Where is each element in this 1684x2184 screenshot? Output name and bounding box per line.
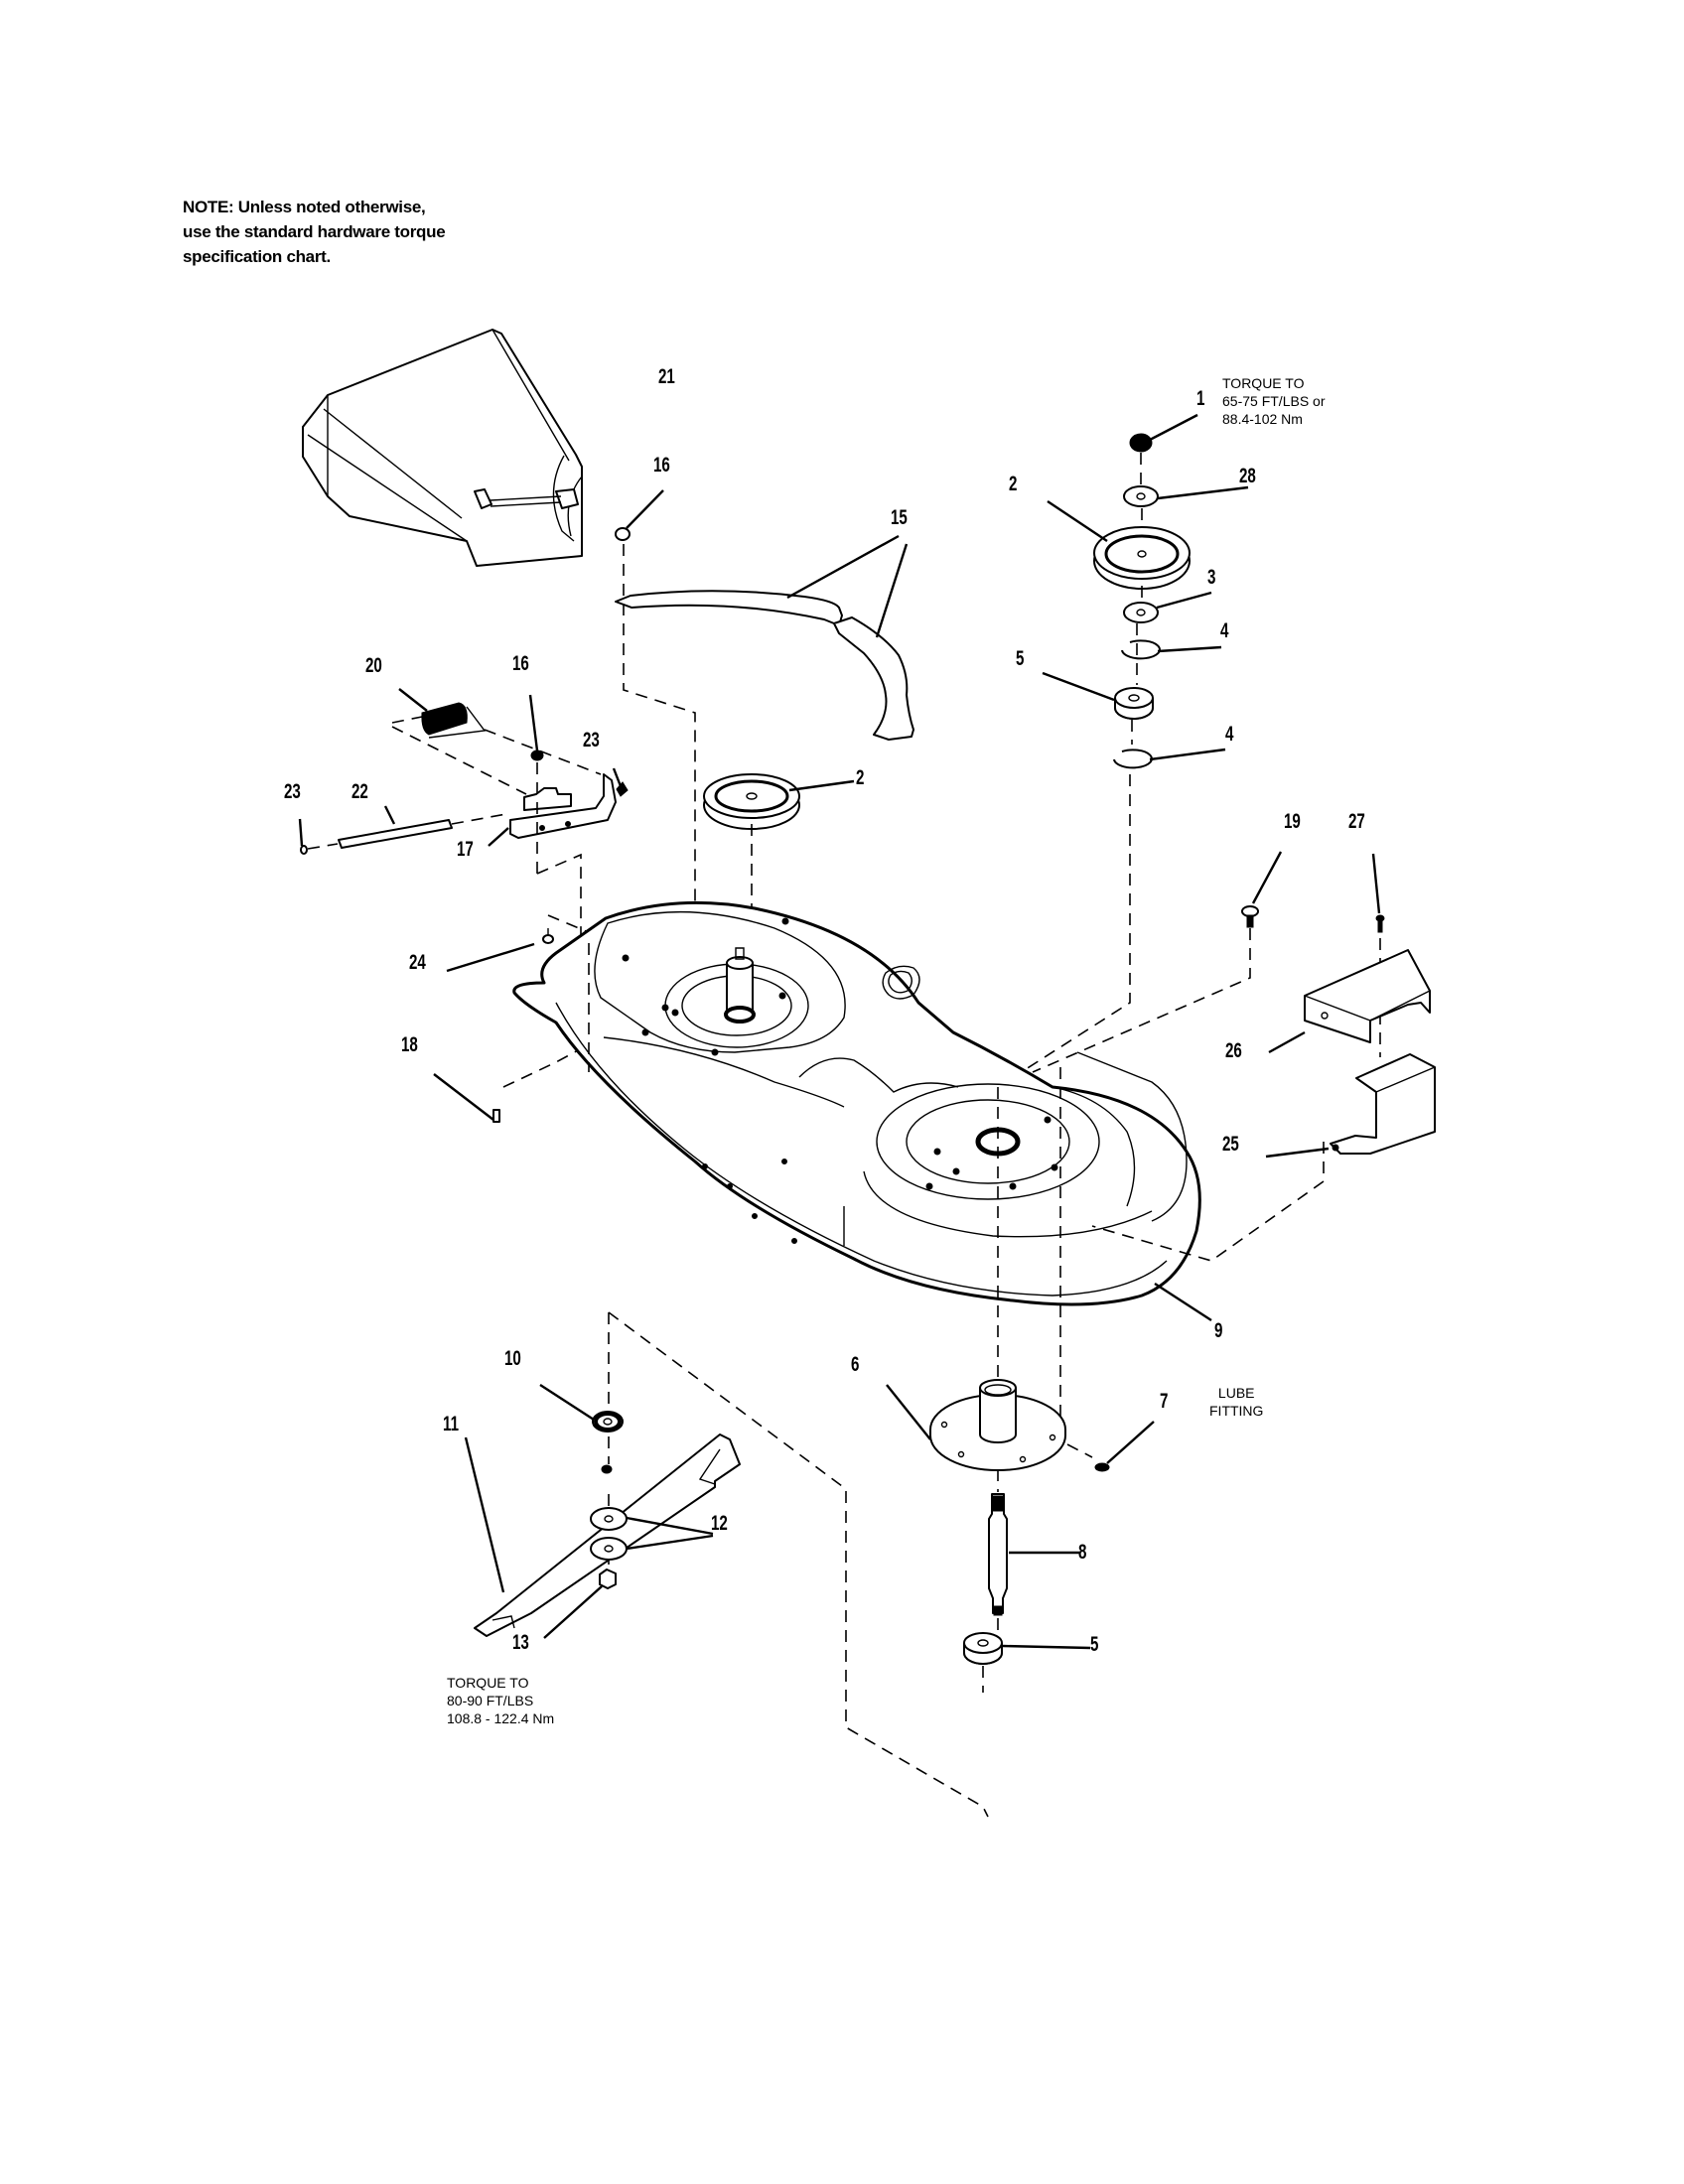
callout-10: 10 <box>504 1347 521 1370</box>
callout-21: 21 <box>658 365 675 388</box>
part-10-bearing <box>539 1383 624 1433</box>
part-17-bracket <box>488 762 617 943</box>
part-23-pin-right <box>612 767 629 797</box>
part-2-pulley-mid <box>703 773 855 913</box>
callout-8: 8 <box>1078 1541 1087 1564</box>
part-26-bracket <box>1268 949 1431 1054</box>
axis-19 <box>1032 928 1251 1073</box>
lube-line-2: FITTING <box>1209 1403 1264 1419</box>
lube-fitting-note: LUBE FITTING <box>1209 1384 1263 1420</box>
part-5-bearing-bottom <box>963 1632 1091 1693</box>
callout-16-mid: 16 <box>512 652 529 675</box>
part-7-lube-fitting <box>1094 1421 1155 1472</box>
callout-28: 28 <box>1239 465 1256 487</box>
part-1-nut <box>1129 413 1198 453</box>
axis-25 <box>1091 1142 1325 1262</box>
part-21-deflector <box>302 329 583 567</box>
part-11-blade <box>464 1433 741 1637</box>
part-13-nut <box>543 1569 617 1639</box>
part-6-spindle-housing <box>886 1379 1093 1471</box>
bottom-torque-line-3: 108.8 - 122.4 Nm <box>447 1710 555 1726</box>
part-16-nut-top <box>615 489 696 943</box>
note-line-1: NOTE: Unless noted otherwise, <box>183 198 426 216</box>
part-9-mower-deck <box>512 900 1212 1322</box>
callout-12: 12 <box>711 1512 728 1535</box>
part-19-bolt <box>1241 851 1283 928</box>
part-12-washers <box>590 1507 714 1561</box>
part-8-spindle-shaft <box>988 1469 1080 1636</box>
top-torque-line-1: TORQUE TO <box>1222 375 1305 391</box>
general-note: NOTE: Unless noted otherwise, use the st… <box>183 195 446 269</box>
callout-17: 17 <box>457 838 474 861</box>
callout-25: 25 <box>1222 1133 1239 1156</box>
part-23-pin-left <box>298 818 339 855</box>
part-5-bearing-top <box>1042 671 1154 720</box>
bottom-torque-line-1: TORQUE TO <box>447 1675 529 1691</box>
part-24-bolt <box>446 914 587 973</box>
callout-20: 20 <box>365 654 382 677</box>
axis-right-stack <box>997 453 1143 1088</box>
bottom-torque-line-2: 80-90 FT/LBS <box>447 1693 534 1708</box>
part-22-rod <box>338 805 507 849</box>
callout-16-top: 16 <box>653 454 670 477</box>
callout-11: 11 <box>443 1413 459 1435</box>
callout-9: 9 <box>1214 1319 1223 1342</box>
callout-26: 26 <box>1225 1039 1242 1062</box>
top-torque-line-2: 65-75 FT/LBS or <box>1222 393 1326 409</box>
callout-27: 27 <box>1348 810 1365 833</box>
axis-blade-return <box>608 1311 989 1818</box>
top-torque-line-3: 88.4-102 Nm <box>1222 411 1303 427</box>
note-line-2: use the standard hardware torque <box>183 222 446 241</box>
callout-23-left: 23 <box>284 780 301 803</box>
callout-4-upper: 4 <box>1220 619 1229 642</box>
callout-6: 6 <box>851 1353 860 1376</box>
part-25-bracket <box>1265 1053 1436 1159</box>
top-torque-spec: TORQUE TO 65-75 FT/LBS or 88.4-102 Nm <box>1222 374 1326 428</box>
note-line-3: specification chart. <box>183 247 331 266</box>
callout-13: 13 <box>512 1631 529 1654</box>
callout-7: 7 <box>1160 1390 1169 1413</box>
callout-24: 24 <box>409 951 426 974</box>
callout-19: 19 <box>1284 810 1301 833</box>
part-15-belt-guards <box>615 534 914 741</box>
part-27-screw <box>1371 853 1385 1057</box>
part-2-pulley-top <box>1047 500 1191 590</box>
callout-1: 1 <box>1196 387 1205 410</box>
callout-18: 18 <box>401 1033 418 1056</box>
callout-23-right: 23 <box>583 729 600 751</box>
part-18-bolt <box>433 1041 594 1123</box>
part-20-spring <box>391 688 602 795</box>
part-16-nut-mid <box>528 694 544 761</box>
callout-5-bottom: 5 <box>1090 1633 1099 1656</box>
part-28-washer <box>1123 485 1249 507</box>
callout-15: 15 <box>891 506 908 529</box>
callout-22: 22 <box>351 780 368 803</box>
lube-line-1: LUBE <box>1217 1385 1255 1401</box>
callout-4-lower: 4 <box>1225 723 1234 746</box>
callout-5-top: 5 <box>1016 647 1025 670</box>
part-4-retaining-ring-upper <box>1121 639 1222 660</box>
part-4-retaining-ring-lower <box>1113 748 1226 769</box>
callout-2-mid: 2 <box>856 766 865 789</box>
bottom-torque-spec: TORQUE TO 80-90 FT/LBS 108.8 - 122.4 Nm <box>447 1674 554 1727</box>
callout-3: 3 <box>1207 566 1216 589</box>
part-3-washer <box>1123 591 1212 623</box>
callout-2-top: 2 <box>1009 473 1018 495</box>
